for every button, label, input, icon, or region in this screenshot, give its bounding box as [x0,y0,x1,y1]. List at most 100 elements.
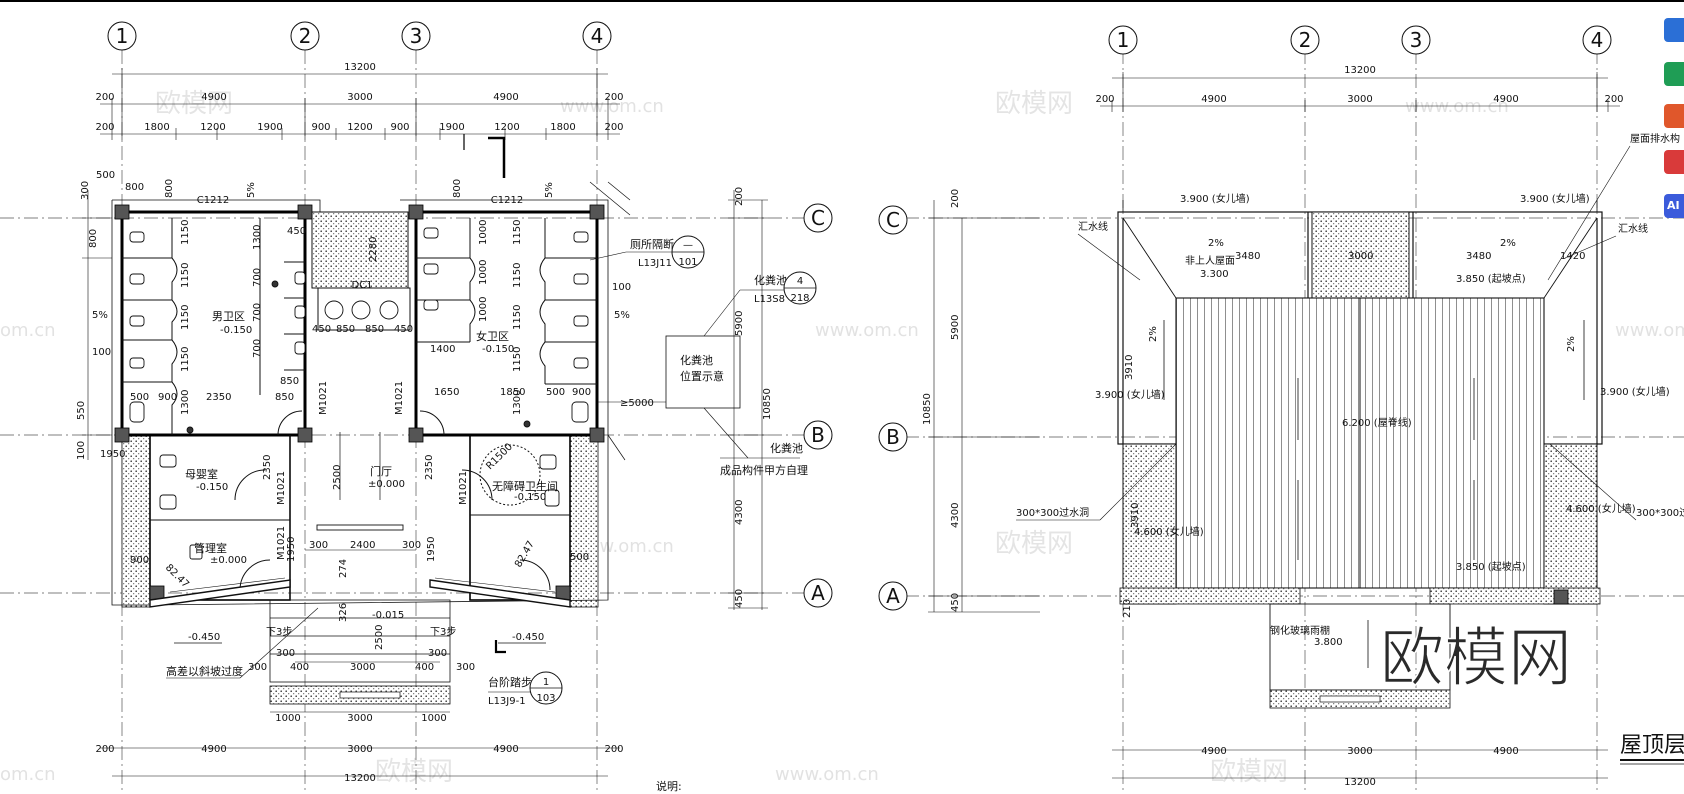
excel-icon[interactable] [1664,62,1684,86]
axis-label: B [811,423,825,447]
axis-label: A [886,584,900,608]
dim-text: R1500 [484,441,515,472]
watermark-url: www.om.cn [775,764,879,785]
slope-label: 2% [1208,238,1224,249]
axis-label: 1 [1117,28,1130,52]
dim-text: 850 [280,376,299,387]
roof-label: 非上人屋面 [1185,255,1235,267]
dim-text: 700 [252,268,263,287]
watermark-url: om.cn [0,320,56,341]
roof-label: 3.300 [1200,269,1229,280]
dim-text: 2350 [206,392,231,403]
dim-text: 450 [287,226,306,237]
dim-text: 1950 [286,537,297,562]
dim-text: 274 [338,559,349,578]
window-label: C1212 [197,195,229,206]
callout-septic: 化粪池 [754,273,787,287]
roof-label: 300*300过水洞 [1016,506,1089,519]
dim-text: 1900 [439,122,464,133]
dim-text: 326 [338,603,349,622]
dim-text: 1200 [347,122,372,133]
roof-label: 3.850 (起坡点) [1456,272,1526,285]
level-label: ±0.000 [368,479,405,490]
dim-text: 4900 [493,92,518,103]
roof-label: 钢化玻璃雨棚 [1270,624,1330,637]
dim-text: 800 [125,182,144,193]
axis-label: C [811,206,825,230]
dim-text: 1420 [1560,251,1585,262]
dim-text: 3480 [1235,251,1260,262]
step-label: 下3步 [430,626,456,638]
door-label: DC1 [351,280,372,291]
slope-label: 5% [246,182,257,198]
dim-text: 1150 [512,305,523,330]
dim-text: 900 [158,392,177,403]
roof-label: 3.850 (起坡点) [1456,560,1526,573]
dim-text: 200 [1604,94,1623,105]
dim-text: 210 [1122,599,1133,618]
septic-label: 化粪池 [770,441,803,455]
dim-text: 4900 [1201,746,1226,757]
dim-text: 3000 [1347,94,1372,105]
dim-text: 1300 [180,390,191,415]
window-label: C1212 [491,195,523,206]
dim-text: 900 [130,555,149,566]
dim-text: 800 [88,229,99,248]
dim-text: 1000 [478,260,489,285]
dim-overall: 13200 [344,62,376,73]
dim-text: 100 [76,441,87,460]
dim-text: 900 [572,387,591,398]
dim-text: 3000 [347,744,372,755]
ramp-note: 高差以斜坡过度 [166,664,243,678]
dim-text: 200 [734,187,745,206]
ground-floor-plan: 1 2 3 4 C B A [0,21,833,793]
slope-label: 5% [92,310,108,321]
roof-label: 3.900 (女儿墙) [1095,388,1165,401]
dim-text: 200 [604,122,623,133]
room-label-hall: 门厅 [370,464,392,478]
room-label-women: 女卫区 [476,329,509,343]
dim-text: 200 [604,92,623,103]
callout-septic-sheet: 218 [790,293,809,304]
dim-text: 300 [276,648,295,659]
ppt-icon[interactable] [1664,104,1684,128]
axis-label: 2 [299,24,312,48]
dim-text: 1850 [500,387,525,398]
watermark-brand: 欧模网 [375,757,453,787]
dim-text: 4900 [1201,94,1226,105]
dim-text: 3480 [1466,251,1491,262]
axis-label: B [886,425,900,449]
dim-text: 3000 [350,662,375,673]
word-icon[interactable] [1664,18,1684,42]
dim-text: 500 [570,552,589,563]
dim-text: 850 [365,324,384,335]
dim-text: 1150 [180,263,191,288]
dim-text: 450 [950,593,961,612]
dim-text: 10850 [922,393,933,425]
door-label: M1021 [394,381,405,415]
axis-label: 4 [591,24,604,48]
callout-partition-ref: L13J11 [638,258,672,269]
watermark-url: www.om.cn [1615,320,1684,341]
dim-text: 200 [950,189,961,208]
dim-text: 1650 [434,387,459,398]
callout-septic-ref: L13S8 [754,294,785,305]
watermark-url: www.om.cn [1405,96,1509,117]
septic-distance: ≥5000 [620,398,654,409]
dim-text: 5900 [734,311,745,336]
pdf-icon[interactable] [1664,150,1684,174]
dim-text: 4300 [734,500,745,525]
dim-text: 5900 [950,315,961,340]
dim-text: 1150 [512,263,523,288]
dim-text: 1200 [494,122,519,133]
roof-label: 屋面排水构 [1630,132,1680,145]
door-label: M1021 [276,471,287,505]
dim-text: 2350 [262,455,273,480]
dim-text: 850 [336,324,355,335]
ai-icon[interactable]: AI [1664,194,1684,218]
dim-text: 300 [428,648,447,659]
axis-label: 2 [1299,28,1312,52]
dim-text: 1950 [100,449,125,460]
dim-text: 200 [1095,94,1114,105]
dim-text: 200 [95,122,114,133]
